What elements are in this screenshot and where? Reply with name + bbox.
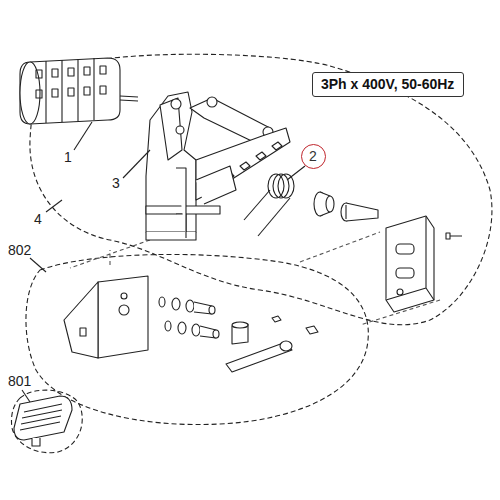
screw [341,203,378,221]
bushing [314,192,334,216]
frame-bracket [146,92,290,240]
rating-text: 3Ph x 400V, 50-60Hz [321,76,455,92]
group-outline [11,390,82,453]
leader-line [22,390,30,402]
leader-line [30,258,46,272]
mounting-plate [386,216,462,312]
pedal-bracket [64,276,148,358]
leader-line [74,122,92,150]
callout-circle: 2 [301,144,326,169]
callout-number: 2 [309,148,317,164]
callout-number: 1 [64,150,72,164]
foot-pedal [14,396,72,446]
fasteners [159,297,219,338]
leader-line [123,150,150,178]
cam-switch [20,58,138,124]
group-outline [26,254,368,424]
leader-line [46,200,62,212]
callout-number: 4 [34,212,42,226]
callout-number: 801 [8,374,31,388]
callout-number: 802 [8,243,31,257]
rating-box: 3Ph x 400V, 50-60Hz [312,72,464,97]
torsion-spring [244,174,294,236]
callout-number: 3 [112,176,120,190]
leader-line [287,166,305,180]
lever-arm [226,316,318,372]
